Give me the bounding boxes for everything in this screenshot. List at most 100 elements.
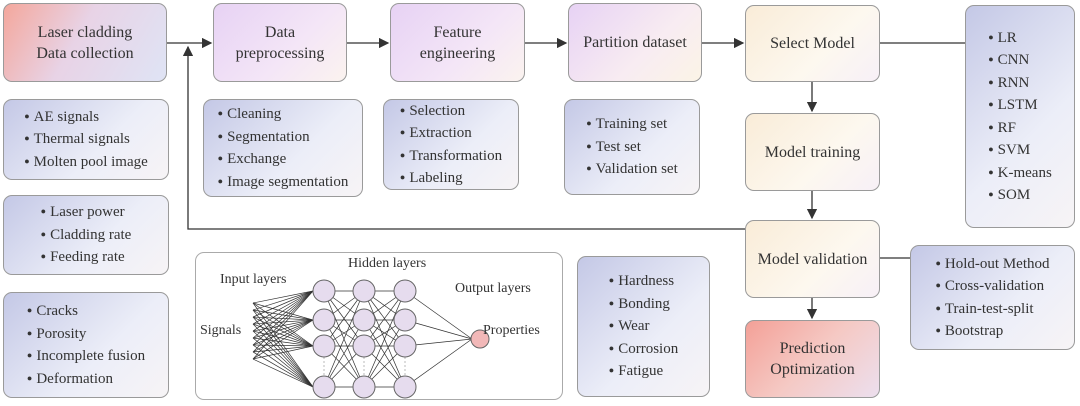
signals-label: Signals xyxy=(200,323,242,338)
list-item: SVM xyxy=(988,139,1052,162)
list-item: Test set xyxy=(586,136,678,159)
input-connection xyxy=(252,302,314,321)
process-params-box: Laser powerCladding rateFeeding rate xyxy=(3,195,169,275)
input-connection xyxy=(252,290,314,339)
list-item: Exchange xyxy=(218,148,349,171)
input-connection xyxy=(252,337,314,347)
hidden-layers-label: Hidden layers xyxy=(348,256,427,271)
list-item: Deformation xyxy=(27,368,145,391)
input-connection xyxy=(252,290,314,325)
list-item: Selection xyxy=(400,100,502,123)
list-item: Cracks xyxy=(27,300,145,323)
input-connection xyxy=(252,290,314,304)
feature-list-box: SelectionExtractionTransformationLabelin… xyxy=(383,99,519,190)
list-item: SOM xyxy=(988,184,1052,207)
input-connection xyxy=(252,290,314,332)
select-model-title: Select Model xyxy=(770,35,855,52)
hidden-neuron xyxy=(312,334,336,358)
data-preprocessing-title: Data preprocessing xyxy=(235,23,325,62)
hidden-neuron xyxy=(393,308,417,332)
list-item: Bootstrap xyxy=(935,320,1049,343)
input-connection xyxy=(252,309,314,347)
input-connection xyxy=(252,290,314,360)
output-neuron xyxy=(470,329,490,349)
partition-list: Training setTest setValidation set xyxy=(586,113,678,181)
defects-box: CracksPorosityIncomplete fusionDeformati… xyxy=(3,292,169,398)
input-connection xyxy=(252,358,314,388)
model-training-box: Model training xyxy=(745,113,880,191)
model-validation-title: Model validation xyxy=(757,250,868,268)
input-connection xyxy=(252,337,314,388)
output-connection xyxy=(404,319,473,340)
hidden-neuron xyxy=(393,375,417,399)
hidden-neuron xyxy=(352,279,376,303)
partition-list-box: Training setTest setValidation set xyxy=(564,99,700,195)
feature-engineering-title: Feature engineering xyxy=(419,23,496,62)
list-item: Porosity xyxy=(27,323,145,346)
input-connection xyxy=(252,351,314,388)
preprocessing-list-box: CleaningSegmentationExchangeImage segmen… xyxy=(203,99,363,197)
prediction-optimization-box: Prediction Optimization xyxy=(745,320,880,398)
input-connection xyxy=(252,290,314,318)
neural-network-graphic xyxy=(252,279,490,399)
list-item: Image segmentation xyxy=(218,171,348,194)
signals-list-box: AE signalsThermal signalsMolten pool ima… xyxy=(3,99,169,180)
select-model-box: Select Model xyxy=(745,5,880,82)
input-connection xyxy=(252,344,314,388)
partition-dataset-box: Partition dataset xyxy=(568,3,702,82)
list-item: Wear xyxy=(609,315,678,338)
list-item: Hold-out Method xyxy=(935,253,1050,276)
hidden-neuron xyxy=(312,308,336,332)
input-connection xyxy=(252,302,314,388)
hidden-connection xyxy=(323,319,365,388)
hidden-neuron xyxy=(312,375,336,399)
list-item: Incomplete fusion xyxy=(27,345,145,368)
list-item: Cleaning xyxy=(218,103,349,126)
defects-list: CracksPorosityIncomplete fusionDeformati… xyxy=(27,300,145,390)
output-layers-label: Output layers xyxy=(455,281,531,296)
input-connection xyxy=(252,316,314,347)
list-item: Extraction xyxy=(400,122,502,145)
hidden-neuron xyxy=(393,279,417,303)
list-item: Feeding rate xyxy=(41,246,132,269)
input-connection xyxy=(252,290,314,353)
input-connection xyxy=(252,319,314,325)
hidden-connection xyxy=(363,319,406,388)
neural-network-box: Input layers Hidden layers Output layers… xyxy=(195,252,563,400)
list-item: Hardness xyxy=(609,270,678,293)
models-list: LRCNNRNNLSTMRFSVMK-meansSOM xyxy=(988,27,1052,207)
list-item: Segmentation xyxy=(218,126,349,149)
input-connection xyxy=(252,319,314,353)
hidden-neuron xyxy=(352,308,376,332)
input-connection xyxy=(252,330,314,347)
list-item: RF xyxy=(988,117,1052,140)
model-training-title: Model training xyxy=(764,143,861,161)
list-item: Laser power xyxy=(41,201,132,224)
hidden-connection xyxy=(323,290,365,388)
list-item: Labeling xyxy=(400,167,502,190)
partition-dataset-title: Partition dataset xyxy=(583,34,687,51)
data-collection-box: Laser cladding Data collection xyxy=(3,3,167,82)
list-item: LSTM xyxy=(988,94,1052,117)
list-item: K-means xyxy=(988,162,1052,185)
list-item: Thermal signals xyxy=(24,128,148,151)
input-connection xyxy=(252,323,314,388)
feature-list: SelectionExtractionTransformationLabelin… xyxy=(400,100,502,190)
list-item: Training set xyxy=(586,113,678,136)
input-connection xyxy=(252,323,314,347)
input-connection xyxy=(252,290,314,311)
hidden-neuron xyxy=(393,334,417,358)
feature-engineering-box: Feature engineering xyxy=(390,3,525,82)
data-preprocessing-box: Data preprocessing xyxy=(213,3,347,82)
input-connection xyxy=(252,345,314,353)
input-layers-label: Input layers xyxy=(220,272,287,287)
list-item: AE signals xyxy=(24,106,148,129)
output-connection xyxy=(404,290,473,340)
list-item: CNN xyxy=(988,49,1052,72)
hidden-connection xyxy=(363,290,406,388)
list-item: Fatigue xyxy=(609,360,678,383)
input-connection xyxy=(252,345,314,360)
input-connection xyxy=(252,330,314,388)
